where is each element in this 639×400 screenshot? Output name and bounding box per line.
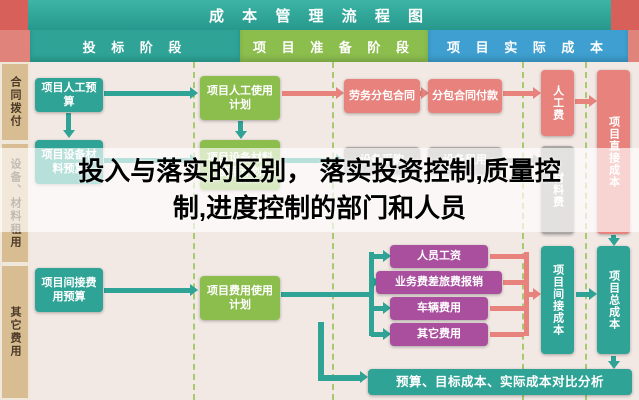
flow-arrow	[234, 121, 247, 139]
flow-line	[524, 252, 529, 336]
phase-left-stub	[0, 30, 30, 62]
box-budget-indirect: 项目间接费用预算	[35, 268, 103, 312]
flow-line	[490, 306, 524, 311]
box-business-travel-expense: 业务费差旅费报销	[376, 271, 502, 294]
flow-arrow	[282, 87, 344, 99]
watermark-title: 投入与落实的区别， 落实投资控制,质量控 制,进度控制的部门和人员	[0, 148, 639, 232]
flow-line	[318, 322, 324, 378]
flow-arrow	[576, 288, 597, 300]
flow-arrow	[318, 371, 368, 383]
box-indirect-cost: 项目间接成本	[541, 246, 574, 354]
flow-line	[490, 254, 524, 259]
flow-arrow	[371, 328, 391, 340]
box-staff-salary: 人员工资	[390, 245, 488, 268]
flow-arrow	[607, 235, 620, 246]
flow-arrow	[607, 356, 620, 369]
box-vehicle-expense: 车辆费用	[390, 297, 488, 320]
flow-arrow	[371, 250, 391, 262]
header-right-block	[611, 0, 639, 30]
flow-arrow	[503, 87, 541, 99]
phase-preparation: 项 目 准 备 阶 段	[240, 30, 428, 62]
flow-line	[490, 332, 524, 337]
flow-arrow	[527, 288, 541, 300]
flow-line	[369, 252, 374, 336]
sidebar-contract-payment: 合同拨付	[0, 62, 30, 142]
box-subcontract-payment: 分包合同付款	[428, 79, 502, 113]
box-plan-labor: 项目人工使用计划	[200, 76, 280, 120]
flow-arrow	[62, 113, 75, 138]
flow-line	[281, 292, 369, 297]
box-labor-cost: 人工费	[541, 70, 574, 136]
flow-arrow	[104, 284, 198, 296]
sidebar-other-expense: 其它费用	[0, 264, 30, 400]
box-labor-subcontract: 劳务分包合同	[344, 79, 420, 113]
flow-arrow	[104, 87, 198, 99]
page-title: 成 本 管 理 流 程 图	[0, 0, 639, 30]
watermark-title-line1: 投入与落实的区别， 落实投资控制,质量控	[78, 156, 561, 186]
box-plan-expense: 项目费用使用计划	[200, 276, 280, 320]
flow-arrow	[371, 276, 380, 288]
phase-right-stub	[628, 30, 639, 62]
box-total-cost: 项目总成本	[597, 246, 630, 354]
box-budget-labor: 项目人工预算	[35, 78, 103, 112]
flow-arrow	[575, 95, 597, 107]
header-left-block	[0, 0, 28, 30]
box-comparison-analysis: 预算、目标成本、实际成本对比分析	[368, 369, 632, 395]
watermark-title-line2: 制,进度控制的部门和人员	[172, 193, 467, 223]
flow-arrow	[420, 87, 429, 99]
flow-arrow	[371, 302, 391, 314]
flow-line	[503, 280, 524, 285]
phase-bidding: 投 标 阶 段	[30, 30, 240, 62]
phase-actual-cost: 项 目 实 际 成 本	[428, 30, 628, 62]
box-other-expense: 其它费用	[390, 323, 488, 346]
